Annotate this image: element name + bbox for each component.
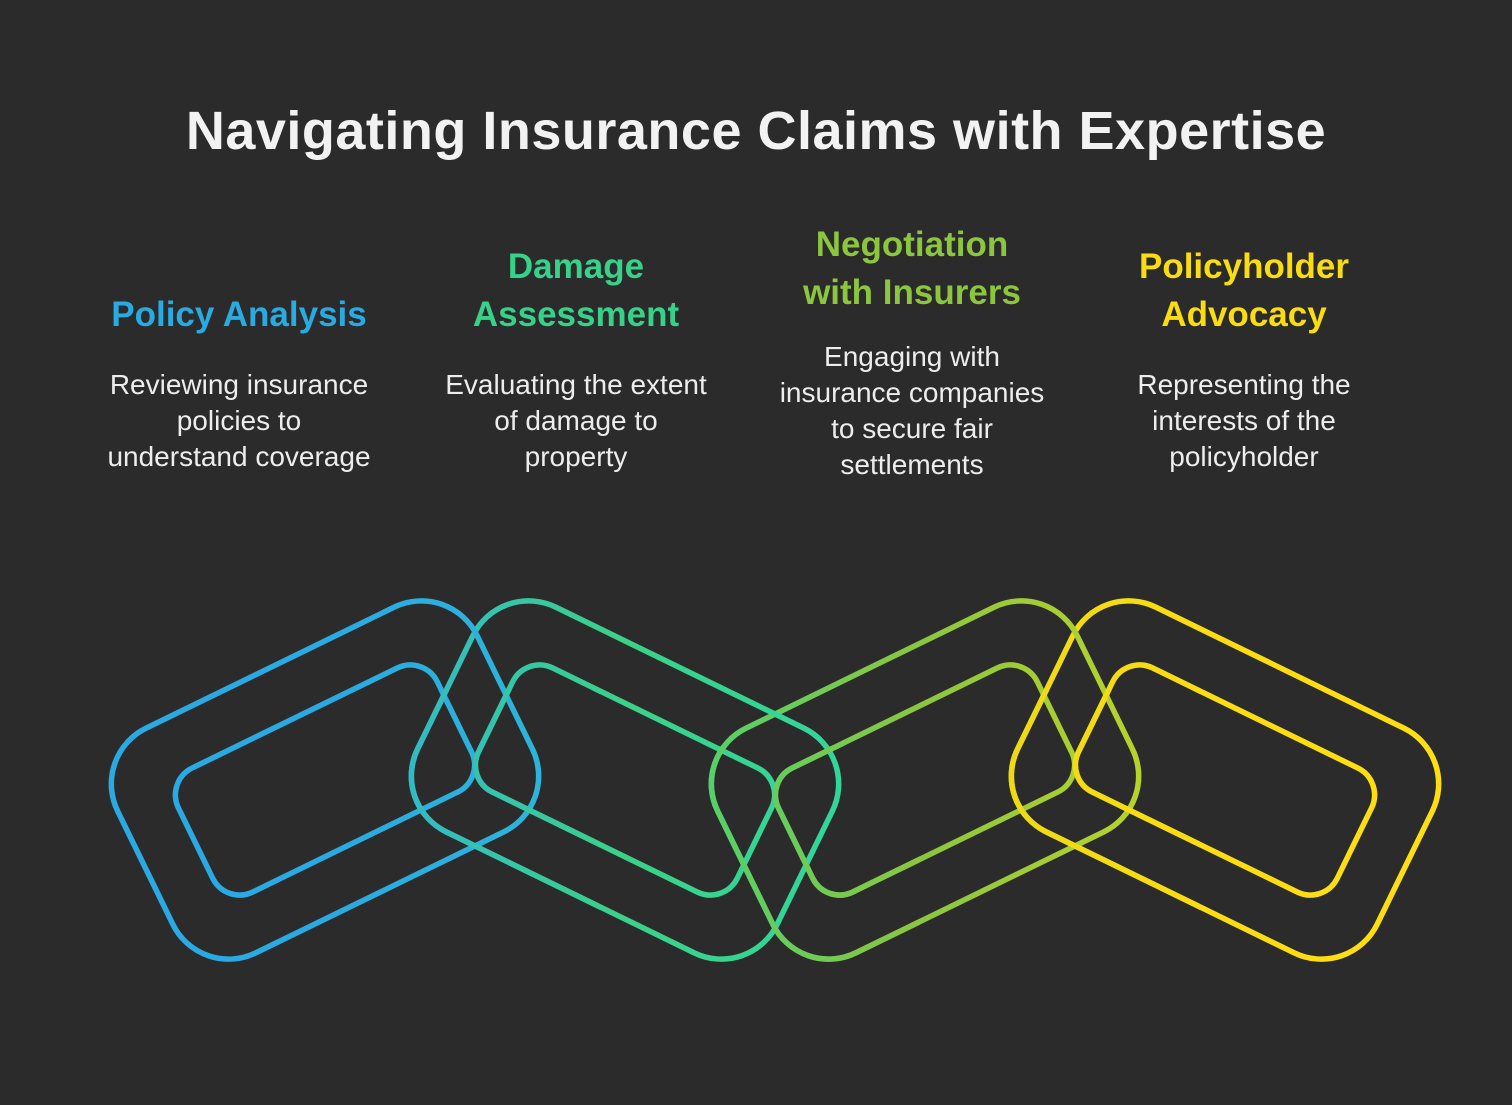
column-description-negotiation: Engaging with insurance companies to sec… (779, 341, 1045, 480)
column-heading-advocacy: Policyholder Advocacy (1138, 247, 1350, 334)
column-heading-negotiation: Negotiation with Insurers (803, 225, 1021, 312)
column-description-advocacy: Representing the interests of the policy… (1137, 369, 1351, 472)
column-advocacy: Policyholder Advocacy Representing the i… (1064, 243, 1424, 475)
chain-link-advocacy (1008, 690, 1200, 962)
column-description-policy-analysis: Reviewing insurance policies to understa… (107, 369, 371, 472)
chain-link-negotiation (708, 598, 1142, 962)
column-negotiation: Negotiation with Insurers Engaging with … (732, 221, 1092, 483)
chain-link-advocacy (1008, 598, 1442, 962)
column-description-damage-assessment: Evaluating the extent of damage to prope… (445, 369, 707, 472)
page-title: Navigating Insurance Claims with Experti… (185, 101, 1327, 161)
chain-link-negotiation (708, 745, 920, 962)
column-policy-analysis: Policy Analysis Reviewing insurance poli… (59, 291, 419, 475)
column-heading-policy-analysis: Policy Analysis (111, 295, 367, 334)
column-heading-damage-assessment: Damage Assessment (472, 247, 680, 334)
chain-link-damage-assessment (408, 690, 600, 962)
column-damage-assessment: Damage Assessment Evaluating the extent … (396, 243, 756, 475)
chain-link-policy-analysis (108, 598, 542, 962)
chain-link-damage-assessment (408, 598, 842, 962)
